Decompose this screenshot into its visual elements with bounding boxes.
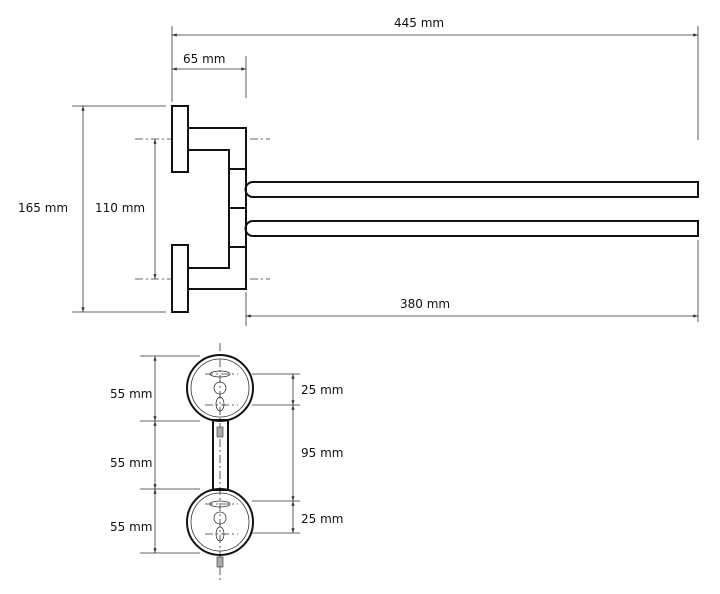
dim-front-top: 55 mm <box>110 387 152 401</box>
side-dimensions: 445 mm 65 mm 165 mm 110 mm 380 mm <box>18 16 699 326</box>
dim-front-middle: 55 mm <box>110 456 152 470</box>
dim-overall-length: 445 mm <box>394 16 444 30</box>
front-view <box>186 343 254 580</box>
dim-hole-middle: 95 mm <box>301 446 343 460</box>
dim-hole-top: 25 mm <box>301 383 343 397</box>
dim-mount-spacing: 110 mm <box>95 201 145 215</box>
dim-hole-bottom: 25 mm <box>301 512 343 526</box>
mount-plate-bottom <box>186 488 254 556</box>
mount-plate-top <box>186 354 254 422</box>
side-view <box>135 105 699 313</box>
front-dimensions: 55 mm 55 mm 55 mm 25 mm 95 mm 25 mm <box>110 355 343 554</box>
dim-bar-length: 380 mm <box>400 297 450 311</box>
dim-wall-offset: 65 mm <box>183 52 225 66</box>
dim-front-bottom: 55 mm <box>110 520 152 534</box>
towel-bar-upper <box>244 181 699 198</box>
swivel-arms <box>188 127 247 290</box>
wall-plate-upper <box>171 105 189 173</box>
wall-plate-lower <box>171 244 189 313</box>
towel-bar-lower <box>244 220 699 237</box>
dim-overall-height: 165 mm <box>18 201 68 215</box>
